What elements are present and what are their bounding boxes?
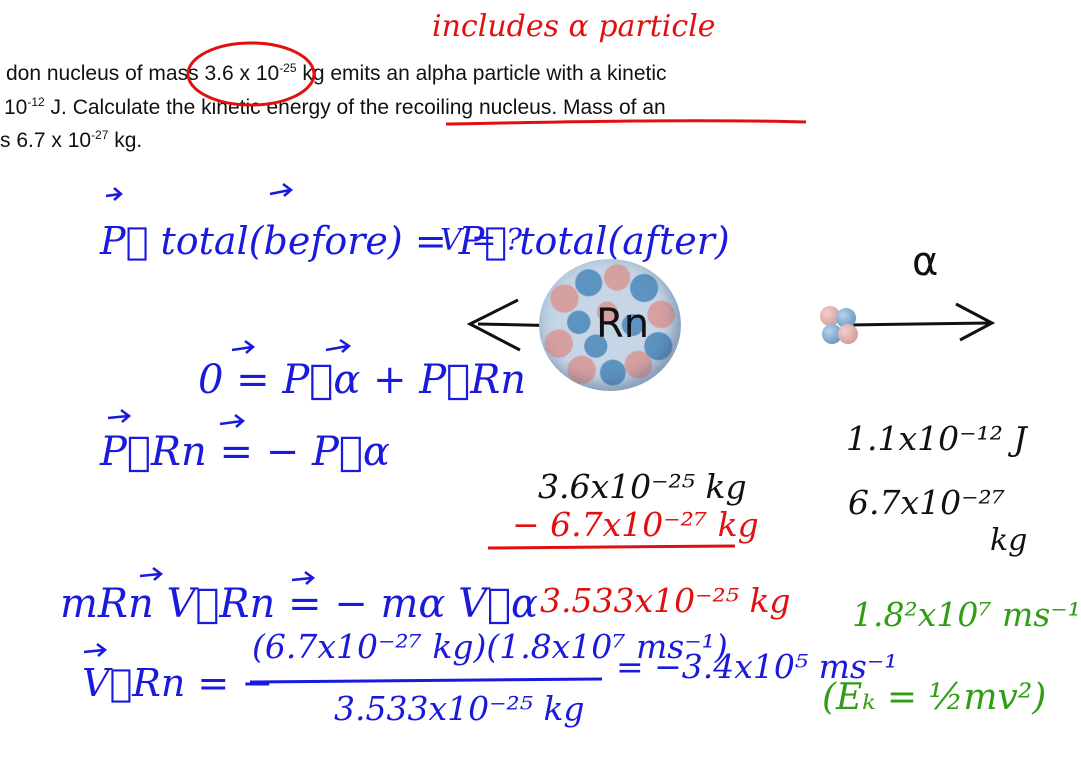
radon-mass: 3.6x10⁻²⁵ kg: [538, 467, 747, 506]
alpha-velocity: 1.8²x10⁷ ms⁻¹: [852, 595, 1081, 634]
underlined-phrase: kinetic energy of the recoiling nucleus: [201, 96, 552, 119]
equation-1-v: V = ?: [440, 223, 522, 258]
alpha-energy: 1.1x10⁻¹² J: [846, 419, 1027, 458]
radon-net-mass: 3.533x10⁻²⁵ kg: [540, 581, 791, 620]
alpha-mass-unit: kg: [990, 523, 1028, 558]
equation-5-numerator: (6.7x10⁻²⁷ kg)(1.8x10⁷ ms⁻¹): [252, 627, 728, 666]
problem-line-1: don nucleus of mass 3.6 x 10-25 kg emits…: [6, 61, 667, 85]
alpha-label: α: [912, 239, 939, 285]
subtraction-line: [487, 544, 736, 550]
fraction-bar: [249, 677, 603, 684]
alpha-arrow-head: [955, 302, 996, 342]
equation-4: mRn V⃗Rn = − mα V⃗α: [60, 581, 539, 627]
phrase-underline: [445, 119, 807, 126]
annotation-top: includes α particle: [432, 9, 716, 44]
problem-line-2: 10-12 J. Calculate the kinetic energy of…: [4, 95, 666, 119]
equation-5-lhs: V⃗Rn = −: [82, 661, 274, 705]
equation-1: P⃗ total(before) = P⃗ total(after): [100, 219, 730, 263]
alpha-particle: [818, 304, 860, 350]
equation-2: 0 = P⃗α + P⃗Rn: [198, 357, 527, 403]
alpha-arrow-line: [847, 321, 991, 327]
problem-line-3: s 6.7 x 10-27 kg.: [0, 128, 143, 152]
radon-nucleus: [535, 255, 685, 395]
equation-5-result: = −3.4x10⁵ ms⁻¹: [616, 647, 898, 686]
equation-3: P⃗Rn = − P⃗α: [100, 429, 390, 475]
radon-minus-alpha: − 6.7x10⁻²⁷ kg: [512, 505, 759, 544]
alpha-mass: 6.7x10⁻²⁷: [848, 483, 1005, 522]
mass-circle: [186, 41, 316, 107]
radon-label: Rn: [596, 301, 650, 347]
radon-arrow-head: [466, 298, 521, 352]
equation-5-denominator: 3.533x10⁻²⁵ kg: [334, 689, 585, 728]
mass-value: 3.6 x 10: [204, 62, 280, 85]
ink-strokes: [83, 41, 996, 684]
kinetic-energy-formula: (Eₖ = ½mv²): [822, 677, 1047, 718]
